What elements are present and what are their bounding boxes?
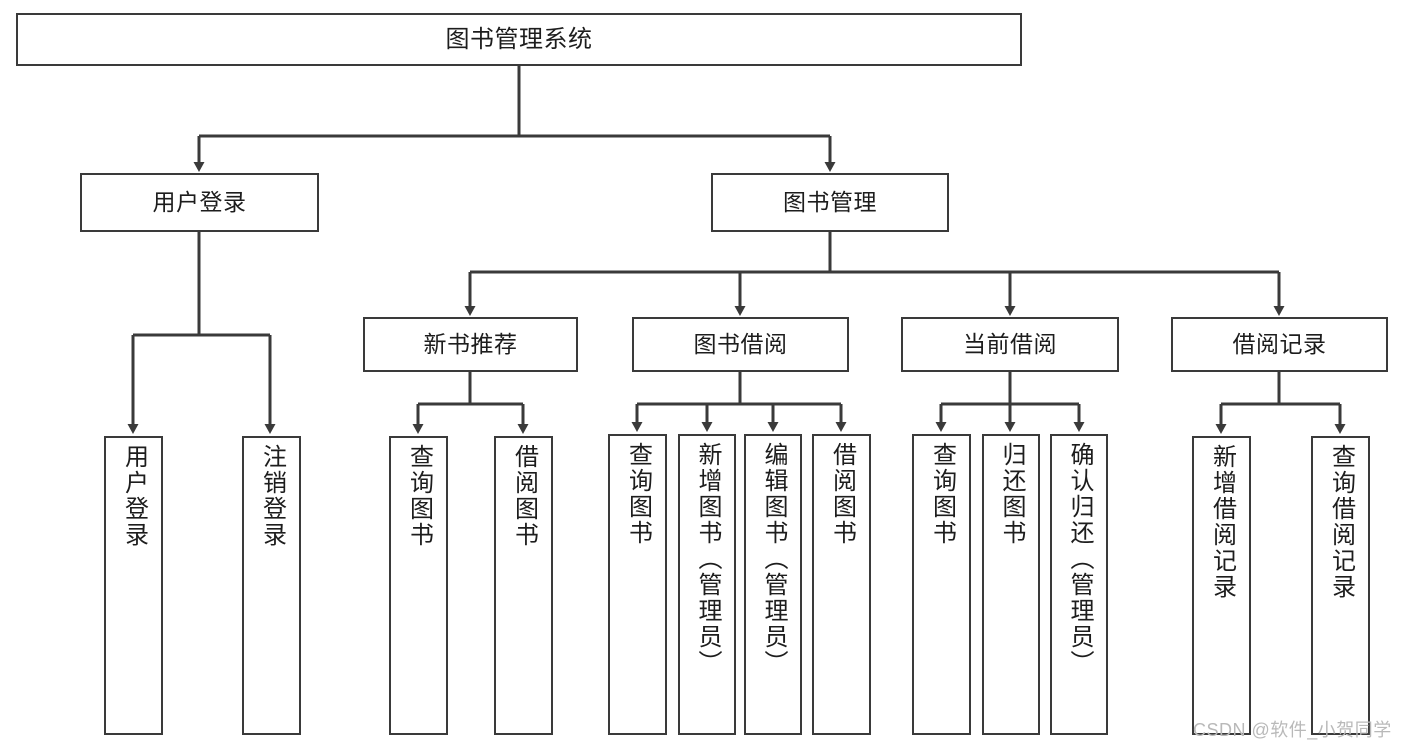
node-label: 查询图书 [928, 442, 956, 546]
node-label: 图书借阅 [693, 331, 788, 358]
node-label: 新书推荐 [423, 331, 518, 358]
leaf-user-login-logout[interactable]: 注销登录 [242, 436, 301, 735]
leaf-recommend-query-book[interactable]: 查询图书 [389, 436, 448, 735]
leaf-record-query-record[interactable]: 查询借阅记录 [1311, 436, 1370, 735]
node-book-management[interactable]: 图书管理 [711, 173, 949, 232]
leaf-borrow-query-book[interactable]: 查询图书 [608, 434, 667, 735]
leaf-recommend-borrow-book[interactable]: 借阅图书 [494, 436, 553, 735]
node-root-system[interactable]: 图书管理系统 [16, 13, 1022, 66]
node-label: 新增图书（管理员） [694, 442, 721, 676]
node-label: 查询借阅记录 [1327, 444, 1355, 600]
node-label: 图书管理系统 [445, 25, 593, 53]
leaf-borrow-borrow-book[interactable]: 借阅图书 [812, 434, 871, 735]
node-label: 当前借阅 [963, 331, 1057, 358]
node-book-borrow[interactable]: 图书借阅 [632, 317, 849, 372]
node-label: 借阅图书 [828, 442, 856, 546]
node-label: 查询图书 [405, 444, 433, 548]
node-label: 归还图书 [998, 442, 1025, 546]
leaf-current-return-book[interactable]: 归还图书 [982, 434, 1040, 735]
node-label: 用户登录 [120, 444, 148, 548]
node-label: 借阅记录 [1232, 331, 1327, 358]
node-user-login[interactable]: 用户登录 [80, 173, 319, 232]
node-label: 确认归还（管理员） [1066, 442, 1093, 676]
node-label: 新增借阅记录 [1208, 444, 1236, 600]
node-new-book-recommend[interactable]: 新书推荐 [363, 317, 578, 372]
leaf-record-add-record[interactable]: 新增借阅记录 [1192, 436, 1251, 735]
leaf-user-login-login[interactable]: 用户登录 [104, 436, 163, 735]
leaf-current-query-book[interactable]: 查询图书 [912, 434, 971, 735]
leaf-borrow-add-book[interactable]: 新增图书（管理员） [678, 434, 736, 735]
node-label: 查询图书 [624, 442, 652, 546]
node-label: 图书管理 [783, 189, 877, 216]
node-label: 用户登录 [152, 189, 247, 216]
node-label: 编辑图书（管理员） [760, 442, 787, 676]
node-current-borrow[interactable]: 当前借阅 [901, 317, 1119, 372]
csdn-watermark: CSDN @软件_小贺同学 [1193, 720, 1392, 740]
node-label: 借阅图书 [510, 444, 538, 548]
leaf-current-confirm-return[interactable]: 确认归还（管理员） [1050, 434, 1108, 735]
node-label: 注销登录 [258, 444, 286, 548]
node-borrow-record[interactable]: 借阅记录 [1171, 317, 1388, 372]
leaf-borrow-edit-book[interactable]: 编辑图书（管理员） [744, 434, 802, 735]
